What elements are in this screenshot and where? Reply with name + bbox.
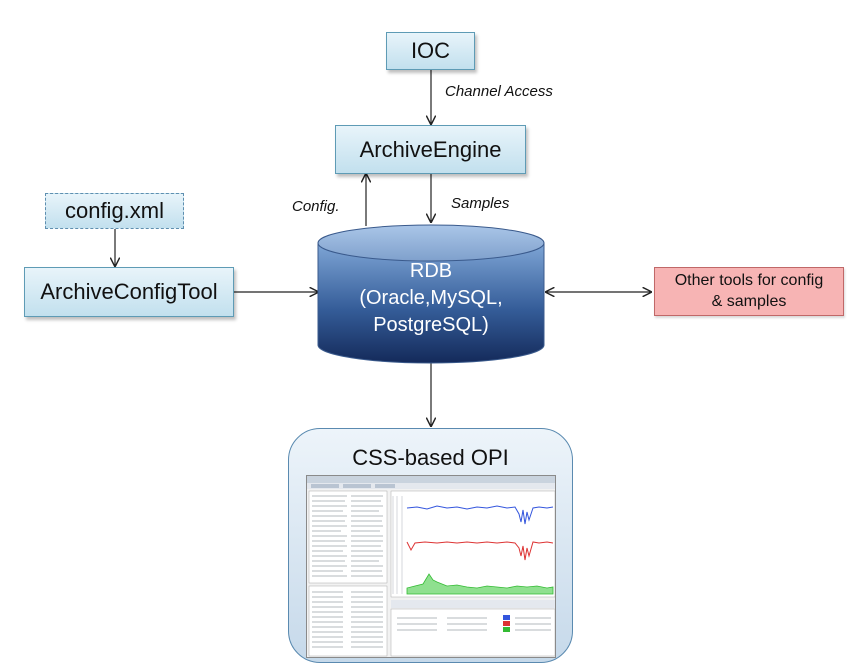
rdb-label-line2: (Oracle,MySQL, bbox=[359, 287, 503, 309]
archive-config-tool-node: ArchiveConfigTool bbox=[24, 267, 234, 317]
other-tools-label-line1: Other tools for config bbox=[674, 271, 824, 289]
channel-access-label: Channel Access bbox=[445, 83, 553, 100]
samples-edge-label: Samples bbox=[451, 195, 510, 212]
other-tools-node: Other tools for config & samples bbox=[654, 267, 844, 316]
ioc-node: IOC bbox=[386, 32, 475, 70]
rdb-label-line3: PostgreSQL) bbox=[373, 314, 489, 336]
rdb-label: RDB (Oracle,MySQL, PostgreSQL) bbox=[318, 258, 544, 339]
opi-panel: CSS-based OPI bbox=[288, 428, 573, 663]
archive-engine-label: ArchiveEngine bbox=[359, 136, 502, 162]
archive-config-tool-label: ArchiveConfigTool bbox=[40, 279, 218, 304]
opi-title: CSS-based OPI bbox=[352, 445, 509, 470]
rdb-label-line1: RDB bbox=[409, 260, 453, 282]
ioc-label: IOC bbox=[410, 38, 451, 63]
rdb-cylinder-top bbox=[317, 224, 545, 262]
config-xml-node: config.xml bbox=[45, 193, 184, 229]
opi-screenshot bbox=[306, 475, 556, 658]
rdb-cylinder-body bbox=[317, 242, 545, 364]
config-edge-label: Config. bbox=[292, 198, 340, 215]
opi-screenshot-image bbox=[307, 476, 555, 657]
config-xml-label: config.xml bbox=[64, 198, 165, 223]
other-tools-label-line2: & samples bbox=[711, 292, 787, 310]
archive-engine-node: ArchiveEngine bbox=[335, 125, 526, 174]
